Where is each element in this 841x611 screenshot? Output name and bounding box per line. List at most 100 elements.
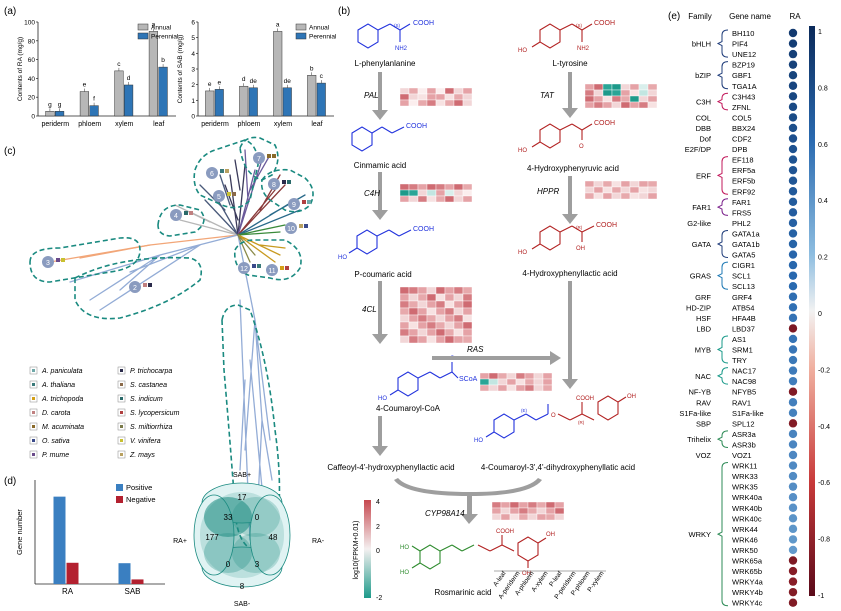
ra-xtick: xylem: [115, 121, 133, 128]
sab-letter: de: [250, 78, 258, 85]
panel-label-b: (b): [338, 6, 350, 17]
tf-family-name: RAV: [696, 398, 711, 407]
tf-ra-dot: [788, 271, 798, 280]
heatmap-cell-cl4: [417, 314, 428, 323]
heatmap-cell-tat: [620, 83, 631, 91]
heatmap-cell-c4h: [435, 189, 446, 197]
compound-hpl: 4-Hydroxyphenyllactic acid: [522, 269, 617, 278]
tf-ra-dot: [788, 334, 798, 344]
hpp-o: O: [579, 144, 584, 150]
species-legend-label: S. castanea: [130, 382, 167, 389]
species-legend-swatch: [32, 411, 35, 414]
cbar-tick-4: 4: [376, 499, 380, 506]
compound-phenylalanine: L-phenylanlanine: [355, 59, 416, 68]
tf-gene-name: WRK40c: [732, 514, 762, 523]
species-legend-swatch: [32, 369, 35, 372]
tf-gene-name: NAC98: [732, 377, 756, 386]
tf-ra-dot: [788, 60, 798, 69]
venn-value-bottom: 8: [240, 582, 245, 591]
phe-nh2: NH2: [395, 46, 408, 52]
heatmap-cell-hppr: [620, 180, 631, 188]
gene-bar: [118, 563, 131, 584]
clade-badge: [288, 198, 300, 210]
cbar-tick-0: 0: [376, 548, 380, 555]
heatmap-cell-ras: [542, 384, 553, 392]
heatmap-cell-cl4: [435, 307, 446, 316]
heatmap-column-labels: A-leafA-peridermA-phloemA-xylemP-leafP-p…: [492, 570, 606, 600]
tf-gene-name: HFA4B: [732, 314, 756, 323]
heatmap-cell-ras: [542, 378, 553, 386]
tf-ra-dot: [788, 493, 798, 502]
tf-ra-dot: [788, 313, 798, 323]
ra-tick: 0.2: [818, 255, 828, 262]
heatmap-cell-hppr: [638, 192, 649, 200]
cbar-tick-m2: -2: [376, 595, 382, 602]
ra-letter: e: [83, 82, 87, 89]
clade-number: 8: [272, 182, 276, 189]
tf-ra-dot: [788, 282, 798, 291]
tf-ra-dot: [788, 218, 798, 228]
compound-caffeoyl: Caffeoyl-4'-hydroxyphenyllactic acid: [327, 463, 454, 472]
heatmap-cell-tat: [593, 95, 604, 103]
species-marker: [282, 180, 286, 184]
panel-label-a: (a): [4, 6, 16, 17]
tf-family-name: C3H: [696, 98, 711, 107]
heatmap-cell-c4h: [444, 183, 455, 191]
heatmap-cell-c4h: [426, 183, 437, 191]
clade-badge: [268, 178, 280, 190]
heatmap-cell-cl4: [426, 314, 437, 323]
clade-5-branch: [199, 174, 239, 236]
heatmap-cell-hppr: [593, 180, 604, 188]
ra-colorbar: [809, 26, 815, 596]
heatmap-cell-tat: [647, 101, 658, 109]
heatmap-cell-c4h: [399, 183, 410, 191]
ros-ho-2: HO: [400, 570, 409, 576]
tf-gene-name: WRK46: [732, 535, 758, 544]
coumaroylcoa-structure: [389, 362, 459, 397]
heatmap-cell-pal: [399, 99, 410, 107]
heatmap-cell-cl4: [435, 293, 446, 302]
tyrosine-structure: [531, 23, 593, 49]
tf-gene-header: Gene name: [729, 12, 771, 21]
tf-family-name: VOZ: [696, 451, 712, 460]
coumaroyl-ester-structure: [485, 404, 549, 439]
heatmap-cell-ras: [515, 372, 526, 380]
ra-xtick: periderm: [41, 121, 69, 128]
species-legend-swatch: [32, 439, 35, 442]
tf-gene-name: NFYB5: [732, 388, 756, 397]
tf-ra-dot: [788, 303, 798, 312]
tf-ra-dot: [788, 503, 798, 512]
tf-ra-dot: [788, 598, 798, 607]
ester-oh: OH: [627, 394, 636, 400]
tf-gene-name: WRK11: [732, 462, 757, 471]
heatmap-cell-c4h: [399, 189, 410, 197]
heatmap-cell-hppr: [638, 186, 649, 194]
venn-bottom-label: SAB-: [234, 601, 251, 608]
tf-gene-name: CIGR1: [732, 261, 755, 270]
tf-gene-name: ZFNL: [732, 103, 751, 112]
tf-ra-dot: [788, 556, 798, 565]
clade-badge: [238, 262, 250, 274]
heatmap-cell-c4h: [462, 183, 473, 191]
heatmap-cell-cl4: [435, 328, 446, 337]
heatmap-cell-pal: [399, 87, 410, 95]
gene-bar: [53, 496, 66, 584]
heatmap-cell-cyp: [554, 507, 565, 515]
tf-gene-name: UNE12: [732, 50, 756, 59]
heatmap-cell-ras: [479, 384, 490, 392]
sab-legend-label: Perennial: [309, 34, 337, 41]
sab-ytick: 4: [191, 51, 195, 58]
tf-gene-name: C3H43: [732, 92, 755, 101]
heatmap-cell-c4h: [399, 195, 410, 203]
heatmap-cell-pal: [408, 93, 419, 101]
clade-badge: [266, 264, 278, 276]
heatmap-cell-cl4: [408, 300, 419, 309]
heatmap-cell-pal: [453, 99, 464, 107]
tf-family-name: GRAS: [690, 272, 711, 281]
venn-region-q2: [232, 497, 280, 537]
tf-ra-dot: [788, 102, 798, 112]
heatmap-cell-cl4: [408, 293, 419, 302]
heatmap-cell-tat: [611, 101, 622, 109]
hpp-cooh: COOH: [594, 120, 615, 127]
